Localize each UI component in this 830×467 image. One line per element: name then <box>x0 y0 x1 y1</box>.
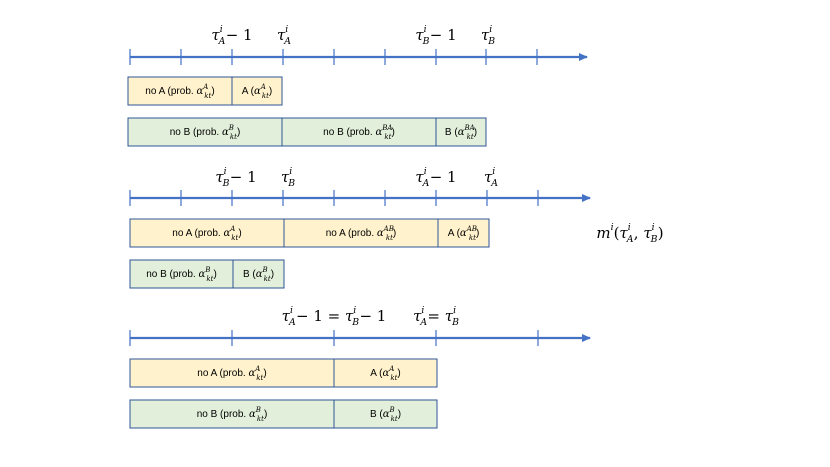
segment-box-noA-AB <box>283 218 439 248</box>
segment-box-B <box>333 399 438 429</box>
segment-box-noB <box>127 117 283 147</box>
segment-box-noA <box>129 358 335 388</box>
segment-box-noB <box>129 259 234 289</box>
segment-box-A <box>437 218 490 248</box>
segment-box-noA <box>129 218 285 248</box>
segment-box-A <box>231 76 283 106</box>
segment-box-B <box>435 117 487 147</box>
segment-box-B <box>232 259 285 289</box>
segment-box-noB-BA <box>281 117 437 147</box>
segment-box-noB <box>129 399 335 429</box>
segment-box-A <box>333 358 438 388</box>
